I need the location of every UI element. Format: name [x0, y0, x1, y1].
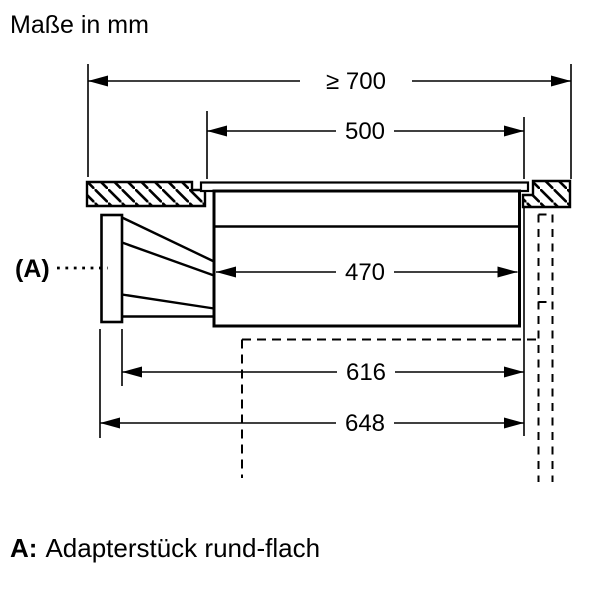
arrowhead-right-icon	[504, 125, 524, 137]
legend-text: A: Adapterstück rund-flach	[10, 533, 320, 563]
dimension-500-label: 500	[345, 118, 385, 145]
dimension-648-label: 648	[345, 410, 385, 437]
adapter-duct-line-2	[121, 241, 215, 277]
arrowhead-right-icon	[551, 75, 571, 87]
dimension-470-label: 470	[345, 259, 385, 286]
dimension-616: 616	[122, 357, 524, 387]
adapter-flange	[100, 213, 124, 324]
dimension-500: 500	[207, 116, 524, 146]
dimension-616-label: 616	[346, 359, 386, 386]
legend-term: A:	[10, 533, 37, 563]
arrowhead-left-icon	[122, 366, 142, 378]
worktop-left-section	[85, 180, 207, 208]
arrowhead-right-icon	[497, 266, 518, 278]
adapter-duct-line-3	[121, 293, 215, 310]
page-title: Maße in mm	[10, 11, 149, 39]
arrowhead-left-icon	[88, 75, 108, 87]
callout-a-label: (A)	[15, 255, 50, 283]
arrowhead-right-icon	[504, 366, 524, 378]
arrowhead-left-icon	[207, 125, 227, 137]
dimension-648: 648	[100, 408, 524, 438]
arrowhead-left-icon	[216, 266, 236, 278]
worktop-right-section	[521, 179, 572, 209]
legend-description: Adapterstück rund-flach	[45, 533, 320, 563]
dimension-470: 470	[216, 257, 518, 287]
dimension-700-label: ≥ 700	[326, 68, 386, 95]
arrowhead-right-icon	[504, 417, 524, 429]
arrowhead-left-icon	[100, 417, 120, 429]
adapter-duct-line-1	[121, 216, 215, 263]
dimension-700: ≥ 700	[88, 66, 571, 96]
